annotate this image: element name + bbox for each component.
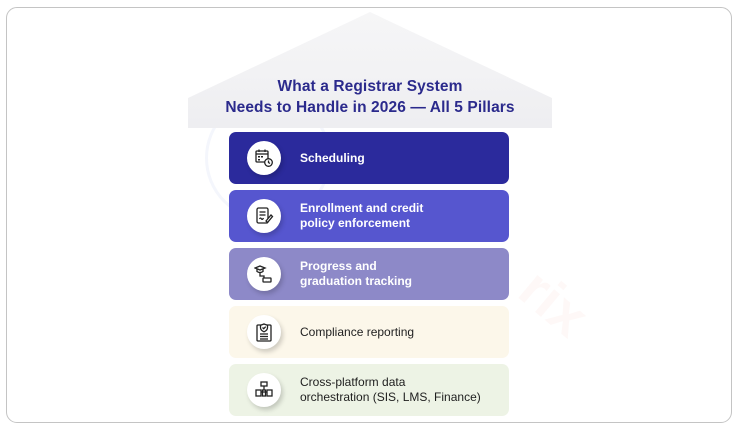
pillar-label: Compliance reporting (300, 324, 415, 339)
pillar-scheduling: Scheduling (229, 132, 509, 184)
diagram-title: What a Registrar System Needs to Handle … (186, 76, 554, 118)
title-line-1: What a Registrar System (277, 78, 463, 95)
pillar-label: Progress and graduation tracking (300, 259, 413, 288)
graduation-path-icon (247, 257, 281, 291)
pillar-label: Cross-platform data orchestration (SIS, … (300, 375, 481, 404)
roof-shape (186, 10, 554, 128)
title-line-2: Needs to Handle in 2026 — All 5 Pillars (225, 99, 515, 116)
network-hierarchy-icon (247, 373, 281, 407)
pillar-progress-graduation: Progress and graduation tracking (229, 248, 509, 300)
pillar-data-orchestration: Cross-platform data orchestration (SIS, … (229, 364, 509, 416)
document-edit-icon (247, 199, 281, 233)
pillar-enrollment: Enrollment and credit policy enforcement (229, 190, 509, 242)
pillar-label: Scheduling (300, 150, 365, 165)
calendar-clock-icon (247, 141, 281, 175)
pillar-compliance-reporting: Compliance reporting (229, 306, 509, 358)
pillar-label: Enrollment and credit policy enforcement (300, 201, 424, 230)
clipboard-shield-icon (247, 315, 281, 349)
